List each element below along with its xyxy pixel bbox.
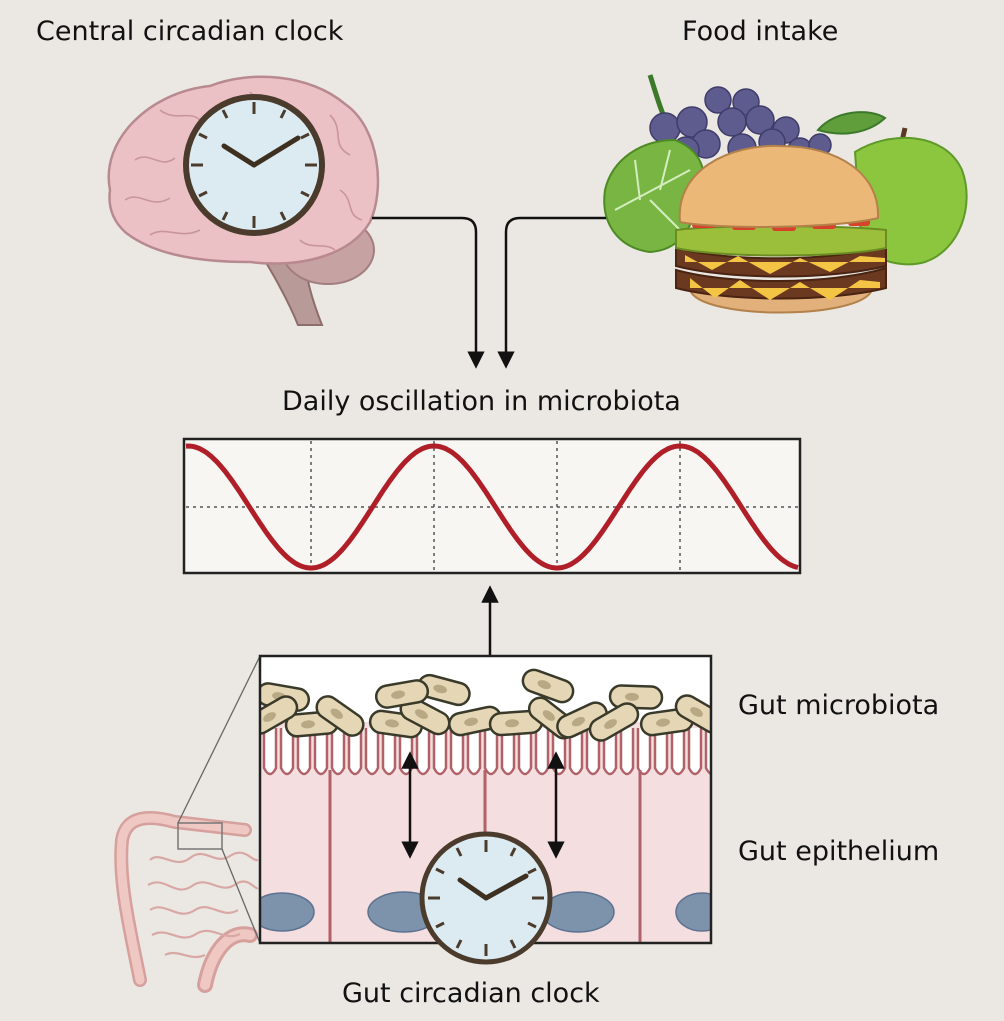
villus (347, 728, 363, 776)
bacterium-core (433, 684, 447, 694)
bacterium-core (505, 719, 519, 728)
villus (449, 728, 465, 776)
villus (534, 728, 550, 776)
villus (653, 728, 669, 776)
bacterium-core (464, 717, 478, 727)
bacterium-core (330, 708, 343, 719)
bacterium-core (542, 710, 555, 721)
food-intake-label: Food intake (682, 16, 839, 47)
villus (330, 728, 346, 776)
bacterium-core (263, 712, 276, 722)
villi (262, 728, 711, 776)
bacterium-core (391, 690, 405, 699)
villus (670, 728, 686, 776)
villus (279, 728, 295, 776)
bacterium-core (415, 709, 428, 719)
arrows-to-oscillation (372, 216, 606, 369)
villus (432, 728, 448, 776)
bacterium-core (625, 692, 639, 701)
gut-clock-label: Gut circadian clock (342, 978, 600, 1009)
oscillation-chart (182, 437, 802, 575)
central-clock-label: Central circadian clock (36, 16, 344, 47)
bacterium-core (571, 717, 585, 727)
intestine-icon (114, 655, 261, 993)
oscillation-wave (185, 443, 799, 571)
villus (381, 728, 397, 776)
villus (568, 728, 584, 776)
bacterium-core (301, 720, 315, 729)
villus (687, 728, 703, 776)
bacterium-core (604, 719, 617, 729)
villus (500, 728, 516, 776)
villus (466, 728, 482, 776)
bacterium-core (537, 680, 551, 690)
food-icon (603, 74, 968, 314)
villus (483, 728, 499, 776)
burger-icon (675, 144, 887, 314)
villus (313, 728, 329, 776)
villus (636, 728, 652, 776)
bacteria (260, 668, 711, 742)
villus (517, 728, 533, 776)
gut-microbiota-label: Gut microbiota (738, 690, 940, 721)
gut-clock-icon (419, 831, 553, 965)
villus (262, 728, 278, 776)
gut-epithelium-label: Gut epithelium (738, 836, 940, 867)
villus (364, 728, 380, 776)
villus (619, 728, 635, 776)
central-clock-icon (183, 94, 325, 236)
villus (296, 728, 312, 776)
bacterium-core (656, 718, 670, 727)
bacterium-core (385, 719, 399, 728)
bacterium-core (690, 707, 703, 717)
oscillation-label: Daily oscillation in microbiota (282, 386, 681, 417)
